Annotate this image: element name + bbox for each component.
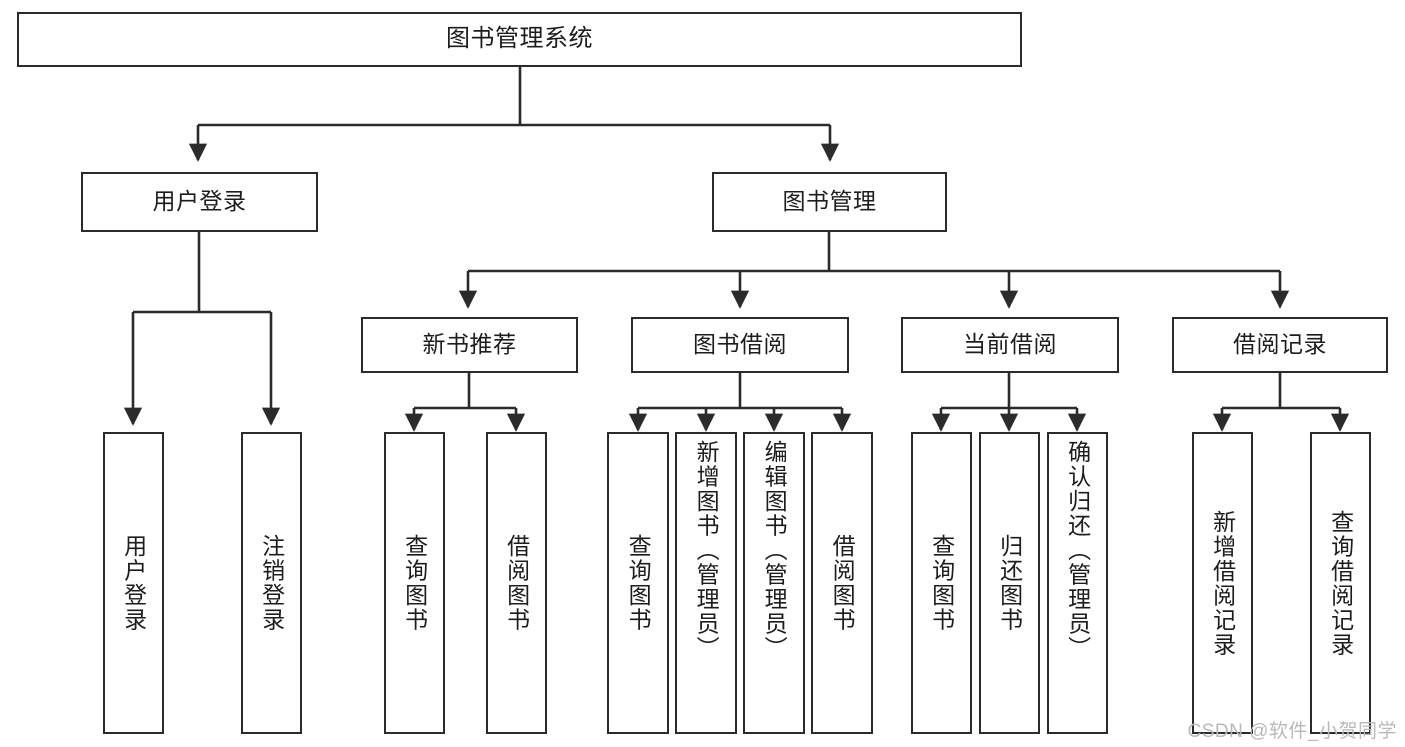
node-book-borrow[interactable]: 图书借阅: [631, 317, 849, 373]
connector-user-login-to-leaves: [123, 232, 281, 426]
node-leaf-confirm-return-label: 确认归还（管理员）: [1064, 440, 1091, 661]
node-leaf-edit-book-label: 编辑图书（管理员）: [761, 440, 788, 661]
node-leaf-borrow-book-1[interactable]: 借阅图书: [486, 432, 547, 734]
node-leaf-edit-book[interactable]: 编辑图书（管理员）: [743, 432, 805, 734]
node-leaf-borrow-book-2[interactable]: 借阅图书: [811, 432, 873, 734]
node-current-borrow[interactable]: 当前借阅: [901, 317, 1119, 373]
node-leaf-add-book[interactable]: 新增图书（管理员）: [675, 432, 737, 734]
node-borrow-record-label: 借阅记录: [1233, 331, 1327, 358]
node-borrow-record[interactable]: 借阅记录: [1172, 317, 1388, 373]
connector-book-manage-to-level3: [458, 232, 1290, 309]
node-new-book-recommend-label: 新书推荐: [422, 331, 517, 358]
node-leaf-query-book-1[interactable]: 查询图书: [384, 432, 445, 734]
connector-book-borrow-to-leaves: [628, 373, 852, 432]
connector-new-book-recommend-to-leaves: [404, 373, 526, 432]
node-leaf-add-book-label: 新增图书（管理员）: [693, 440, 720, 661]
node-leaf-add-record[interactable]: 新增借阅记录: [1192, 432, 1253, 734]
node-leaf-query-record-label: 查询借阅记录: [1327, 509, 1354, 657]
node-leaf-logout-login-label: 注销登录: [258, 534, 285, 632]
node-leaf-add-record-label: 新增借阅记录: [1209, 509, 1236, 657]
node-new-book-recommend[interactable]: 新书推荐: [361, 317, 578, 373]
connector-current-borrow-to-leaves: [931, 373, 1087, 432]
node-leaf-query-book-3-label: 查询图书: [928, 534, 955, 632]
node-leaf-query-book-3[interactable]: 查询图书: [911, 432, 972, 734]
connector-root-to-level2: [188, 67, 840, 162]
node-book-manage[interactable]: 图书管理: [712, 172, 947, 232]
csdn-watermark: CSDN @软件_小贺同学: [1187, 721, 1397, 742]
node-leaf-logout-login[interactable]: 注销登录: [241, 432, 302, 734]
node-book-borrow-label: 图书借阅: [693, 331, 787, 358]
node-leaf-return-book[interactable]: 归还图书: [979, 432, 1040, 734]
node-current-borrow-label: 当前借阅: [963, 331, 1057, 358]
node-root-label: 图书管理系统: [446, 25, 593, 53]
node-leaf-borrow-book-2-label: 借阅图书: [829, 534, 856, 632]
node-leaf-query-record[interactable]: 查询借阅记录: [1310, 432, 1371, 734]
node-book-manage-label: 图书管理: [782, 188, 877, 215]
node-leaf-confirm-return[interactable]: 确认归还（管理员）: [1047, 432, 1108, 734]
node-leaf-query-book-2-label: 查询图书: [625, 534, 652, 632]
connector-borrow-record-to-leaves: [1212, 373, 1350, 432]
node-root[interactable]: 图书管理系统: [17, 12, 1022, 67]
node-leaf-return-book-label: 归还图书: [996, 534, 1023, 632]
node-leaf-query-book-1-label: 查询图书: [401, 534, 428, 632]
node-leaf-borrow-book-1-label: 借阅图书: [503, 534, 530, 632]
node-leaf-user-login-label: 用户登录: [120, 534, 147, 632]
node-user-login-label: 用户登录: [152, 188, 247, 215]
node-user-login[interactable]: 用户登录: [81, 172, 318, 232]
node-leaf-query-book-2[interactable]: 查询图书: [607, 432, 669, 734]
node-leaf-user-login[interactable]: 用户登录: [103, 432, 164, 734]
